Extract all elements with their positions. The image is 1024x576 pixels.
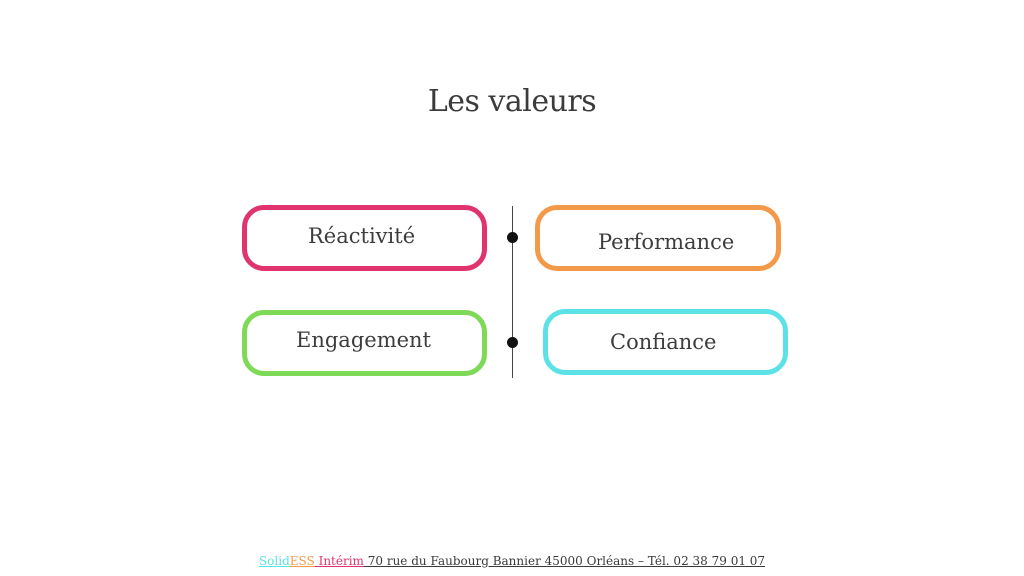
value-pill-performance [535,205,781,271]
timeline-dot-top [507,232,518,243]
value-pill-reactivite [242,205,487,271]
footer-brand-ess: ESS [289,554,315,568]
footer-contact: SolidESS Intérim 70 rue du Faubourg Bann… [0,554,1024,568]
value-label-engagement: Engagement [296,328,431,352]
value-label-reactivite: Réactivité [308,224,416,248]
value-pill-engagement [242,310,487,376]
slide-title: Les valeurs [427,84,597,119]
values-divider-line [512,206,513,378]
timeline-dot-bottom [507,337,518,348]
footer-address: 70 rue du Faubourg Bannier 45000 Orléans… [363,554,766,568]
value-label-performance: Performance [598,230,735,254]
footer-brand-interim: Intérim [314,554,364,568]
value-label-confiance: Confiance [610,330,717,354]
value-pill-confiance [543,309,788,375]
footer-brand-solid: Solid [258,554,290,568]
